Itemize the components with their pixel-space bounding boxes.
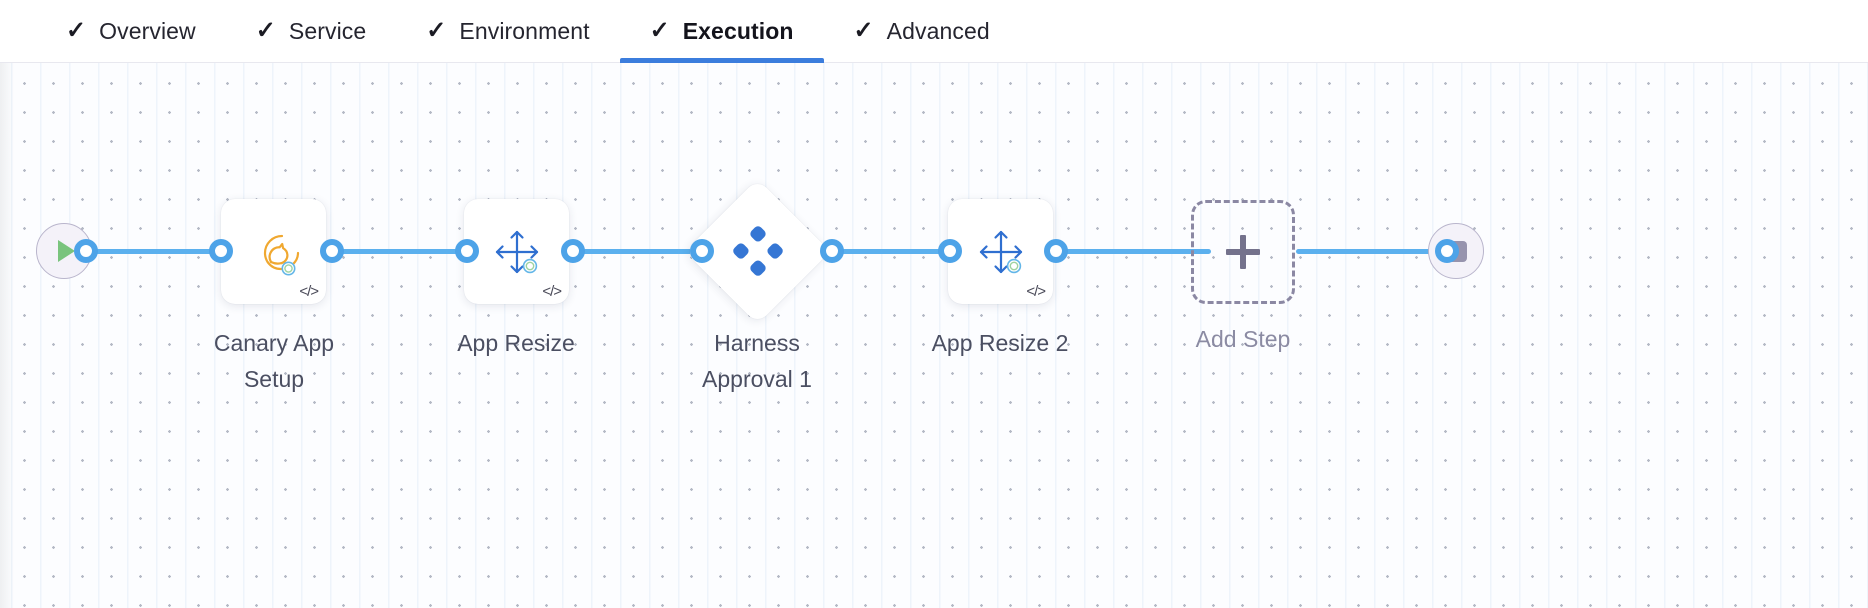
step-label-app-resize: App Resize xyxy=(457,330,575,356)
tab-advanced[interactable]: ✓ Advanced xyxy=(824,0,1020,63)
edge-start-to-canary xyxy=(92,249,274,254)
check-icon: ✓ xyxy=(853,17,874,44)
step-node-canary-app-setup[interactable]: </> xyxy=(221,199,326,304)
port-start-out[interactable] xyxy=(74,239,98,263)
port-approval-out[interactable] xyxy=(820,239,844,263)
tab-label: Overview xyxy=(99,17,196,44)
code-icon[interactable]: </> xyxy=(299,283,319,300)
port-canary-out[interactable] xyxy=(320,239,344,263)
tab-label: Execution xyxy=(682,17,794,44)
edge-canary-to-resize xyxy=(337,249,485,254)
tab-service[interactable]: ✓ Service xyxy=(226,0,397,63)
add-step-label: Add Step xyxy=(1195,326,1291,352)
check-icon: ✓ xyxy=(66,17,87,44)
edge-approval-to-resize2 xyxy=(836,249,964,254)
canary-bird-icon xyxy=(221,199,326,304)
plus-icon xyxy=(1226,235,1260,269)
port-approval-in[interactable] xyxy=(690,239,714,263)
port-resize2-in[interactable] xyxy=(938,239,962,263)
edge-resize-to-approval xyxy=(578,249,706,254)
add-step-button[interactable] xyxy=(1191,200,1295,304)
edge-resize2-to-addstep xyxy=(1061,249,1211,254)
play-icon xyxy=(58,240,75,262)
resize-arrows-icon xyxy=(464,199,569,304)
resize-arrows-icon xyxy=(948,199,1053,304)
step-label-canary-app-setup: Canary App Setup xyxy=(213,330,335,392)
step-label-app-resize-2: App Resize 2 xyxy=(931,330,1069,356)
port-resize-in[interactable] xyxy=(455,239,479,263)
tab-environment[interactable]: ✓ Environment xyxy=(396,0,619,63)
tab-label: Service xyxy=(288,17,367,44)
check-icon: ✓ xyxy=(426,17,447,44)
edge-addstep-to-end xyxy=(1296,249,1448,254)
tab-label: Advanced xyxy=(886,17,990,44)
pipeline-studio-tabbar: ✓ Overview ✓ Service ✓ Environment ✓ Exe… xyxy=(0,0,1868,63)
pipeline-canvas[interactable]: </> Canary App Setup </> App Resize xyxy=(0,63,1868,608)
tab-execution[interactable]: ✓ Execution xyxy=(619,0,824,63)
port-end-in[interactable] xyxy=(1435,239,1459,263)
tab-label: Environment xyxy=(459,17,590,44)
port-resize2-out[interactable] xyxy=(1044,239,1068,263)
code-icon[interactable]: </> xyxy=(542,283,562,300)
step-node-app-resize[interactable]: </> xyxy=(464,199,569,304)
check-icon: ✓ xyxy=(649,17,670,44)
tab-overview[interactable]: ✓ Overview xyxy=(36,0,226,63)
port-canary-in[interactable] xyxy=(209,239,233,263)
step-label-harness-approval-1: Harness Approval 1 xyxy=(702,330,812,392)
port-resize-out[interactable] xyxy=(561,239,585,263)
check-icon: ✓ xyxy=(255,17,276,44)
step-node-app-resize-2[interactable]: </> xyxy=(948,199,1053,304)
code-icon[interactable]: </> xyxy=(1026,283,1046,300)
